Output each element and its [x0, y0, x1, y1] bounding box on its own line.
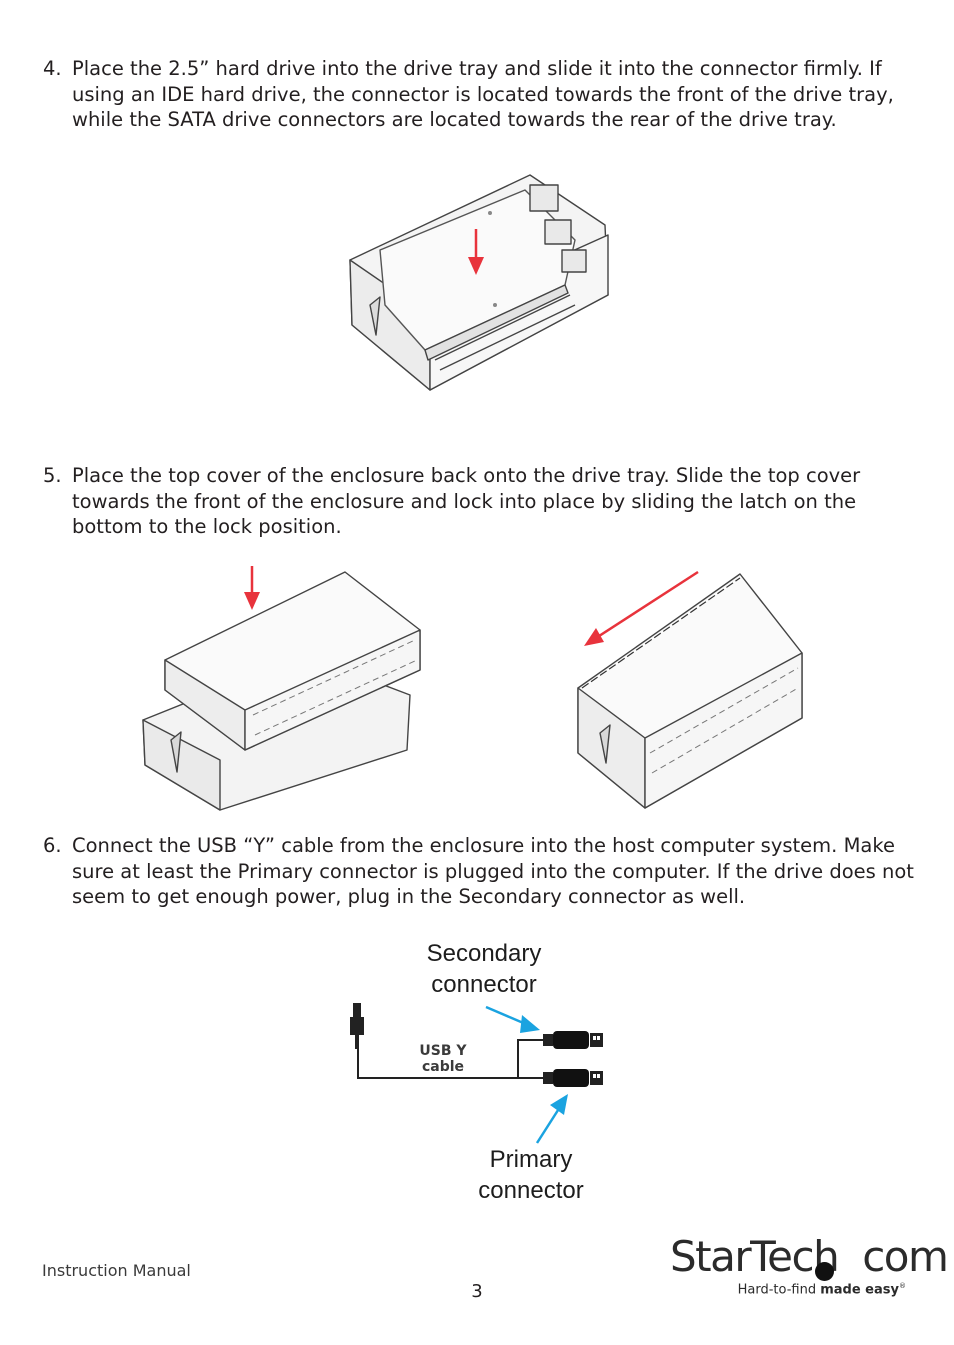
cover-slide-arrow — [584, 570, 699, 646]
usb-secondary-plug-icon — [543, 1031, 603, 1049]
figure-slide-cover — [577, 570, 803, 809]
figure-place-cover — [142, 566, 421, 811]
cover-down-arrow — [244, 566, 260, 610]
step-text: Place the 2.5” hard drive into the drive… — [72, 57, 894, 131]
primary-pointer-arrow — [535, 1094, 568, 1144]
usb-primary-plug-icon — [543, 1069, 603, 1087]
footer-document-title: Instruction Manual — [42, 1261, 191, 1280]
usb-y-cable-diagram — [350, 1003, 603, 1144]
primary-connector-label: Primary connector — [478, 1146, 584, 1204]
step-5: 5. Place the top cover of the enclosure … — [43, 463, 923, 540]
step-text: Connect the USB “Y” cable from the enclo… — [72, 834, 914, 908]
step-number: 6. — [43, 834, 62, 857]
step-number: 4. — [43, 57, 62, 80]
figure-drive-in-tray — [349, 174, 609, 391]
logo-dot-icon — [815, 1262, 834, 1281]
step-4: 4. Place the 2.5” hard drive into the dr… — [43, 56, 923, 133]
step-text: Place the top cover of the enclosure bac… — [72, 464, 861, 538]
secondary-connector-label: Secondary connector — [426, 940, 542, 998]
secondary-pointer-arrow — [485, 1005, 540, 1033]
usb-y-cable-label: USB Y cable — [419, 1043, 467, 1075]
logo-tagline: Hard-to-find made easy® — [737, 1282, 906, 1298]
insert-arrow — [468, 229, 484, 275]
step-number: 5. — [43, 464, 62, 487]
page-number: 3 — [471, 1281, 483, 1302]
mini-usb-plug-icon — [350, 1003, 364, 1049]
step-6: 6. Connect the USB “Y” cable from the en… — [43, 833, 923, 910]
